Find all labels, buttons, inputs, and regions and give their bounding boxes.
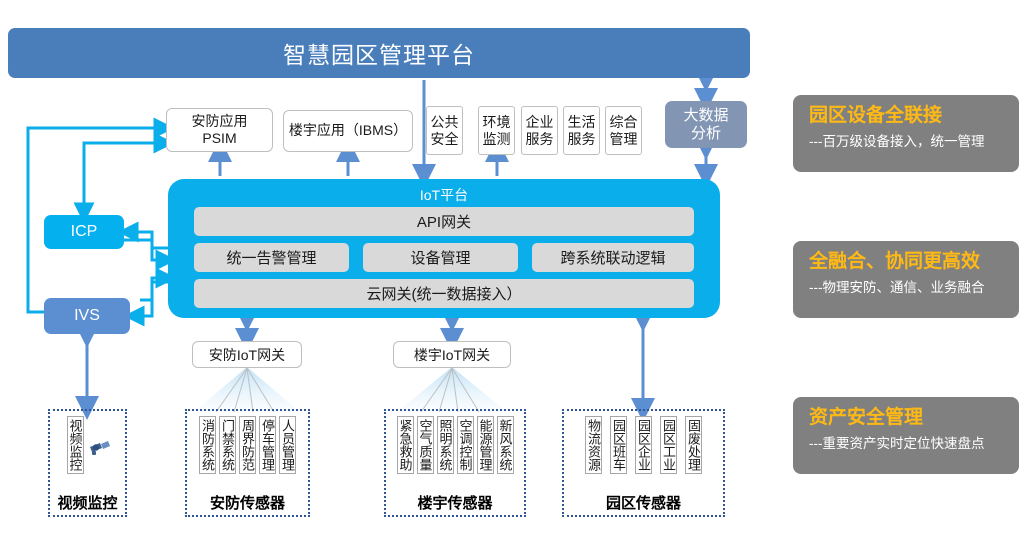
sensor-group-label: 视频监控 (57, 494, 118, 512)
sensor-group-building-sensors: 紧急救助 空气质量 照明系统 空调控制 能源管理 新风系统 楼宇传感器 (384, 409, 526, 517)
iot-platform-panel: IoT平台 API网关 统一告警管理 设备管理 跨系统联动逻辑 云网关(统一数据… (168, 179, 720, 318)
sensor-group-park-sensors: 物流资源 园区班车 园区企业 园区工业 固废处理 园区传感器 (562, 409, 725, 517)
psim-line-1: 安防应用 (191, 112, 248, 129)
app-box-environment-monitoring[interactable]: 环境 监测 (478, 106, 515, 155)
sensor-cell[interactable]: 空气质量 (416, 416, 434, 474)
app-label-line2: 服务 (567, 130, 596, 147)
iot-platform-title: IoT平台 (419, 187, 469, 203)
callout-title: 资产安全管理 (809, 407, 924, 428)
iot-module-cloud-gateway[interactable]: 云网关(统一数据接入） (194, 279, 694, 308)
sensor-group-video-monitoring: 视频监控 视频监控 (48, 409, 127, 517)
callout-device-connectivity: 园区设备全联接 ---百万级设备接入，统一管理 (793, 95, 1019, 172)
bigdata-line2: 分析 (690, 124, 721, 142)
gateway-building-iot[interactable]: 楼宇IoT网关 (393, 341, 511, 368)
app-label-line1: 生活 (567, 113, 596, 130)
app-label-line1: 环境 (482, 113, 511, 130)
sensor-group-label: 楼宇传感器 (417, 494, 493, 512)
sensor-cell[interactable]: 园区班车 (610, 416, 627, 474)
sensor-cell[interactable]: 物流资源 (585, 416, 602, 474)
bigdata-line1: 大数据 (683, 106, 729, 124)
app-box-life-service[interactable]: 生活 服务 (563, 106, 600, 155)
callout-title: 园区设备全联接 (809, 105, 943, 126)
callout-subtitle: ---重要资产实时定位快速盘点 (809, 435, 985, 451)
app-label-line1: 公共 (430, 113, 459, 130)
sensor-group-label: 园区传感器 (605, 494, 681, 512)
app-label-line2: 管理 (609, 130, 638, 147)
gateway-security-iot[interactable]: 安防IoT网关 (192, 341, 302, 368)
sensor-cell[interactable]: 紧急救助 (396, 416, 414, 474)
sensor-cell[interactable]: 园区企业 (635, 416, 652, 474)
sensor-cell[interactable]: 园区工业 (660, 416, 677, 474)
node-icp[interactable]: ICP (44, 215, 124, 249)
app-label-line2: 服务 (525, 130, 554, 147)
iot-module-api-gateway[interactable]: API网关 (194, 207, 694, 236)
sensor-cell[interactable]: 固废处理 (685, 416, 702, 474)
sensor-group-label: 安防传感器 (209, 494, 285, 512)
app-label-line1: 综合 (609, 113, 638, 130)
callout-subtitle: ---百万级设备接入，统一管理 (809, 133, 985, 149)
camera-icon (89, 441, 110, 455)
sensor-cell[interactable]: 消防系统 (199, 416, 216, 474)
callout-subtitle: ---物理安防、通信、业务融合 (809, 279, 985, 295)
app-box-enterprise-service[interactable]: 企业 服务 (521, 106, 558, 155)
psim-line-2: PSIM (202, 130, 237, 146)
callout-full-convergence: 全融合、协同更高效 ---物理安防、通信、业务融合 (793, 241, 1019, 318)
app-box-integrated-management[interactable]: 综合 管理 (605, 106, 642, 155)
page-title: 智慧园区管理平台 (8, 28, 750, 78)
iot-module-unified-alarm[interactable]: 统一告警管理 (194, 243, 349, 272)
callout-title: 全融合、协同更高效 (809, 251, 981, 272)
app-label-line2: 安全 (430, 130, 459, 147)
sensor-cell[interactable]: 能源管理 (476, 416, 494, 474)
app-label-line2: 监测 (482, 130, 511, 147)
sensor-group-security-sensors: 消防系统 门禁系统 周界防范 停车管理 人员管理 安防传感器 (185, 409, 310, 517)
sensor-cell[interactable]: 门禁系统 (219, 416, 236, 474)
sensor-cell[interactable]: 照明系统 (436, 416, 454, 474)
big-data-analysis-box[interactable]: 大数据 分析 (665, 101, 747, 148)
app-box-ibms[interactable]: 楼宇应用（IBMS） (283, 110, 413, 152)
sensor-cell[interactable]: 周界防范 (239, 416, 256, 474)
app-label-line1: 企业 (525, 113, 554, 130)
sensor-cell[interactable]: 人员管理 (279, 416, 296, 474)
callout-asset-security: 资产安全管理 ---重要资产实时定位快速盘点 (793, 397, 1019, 474)
app-box-public-safety[interactable]: 公共 安全 (426, 106, 463, 155)
iot-module-device-management[interactable]: 设备管理 (363, 243, 518, 272)
sensor-cell[interactable]: 停车管理 (259, 416, 276, 474)
sensor-cell[interactable]: 视频监控 (66, 416, 84, 474)
sensor-cell[interactable]: 空调控制 (456, 416, 474, 474)
iot-module-cross-system-logic[interactable]: 跨系统联动逻辑 (532, 243, 694, 272)
node-ivs[interactable]: IVS (44, 298, 130, 334)
app-box-psim[interactable]: 安防应用 PSIM (166, 108, 273, 152)
sensor-cell[interactable]: 新风系统 (496, 416, 514, 474)
